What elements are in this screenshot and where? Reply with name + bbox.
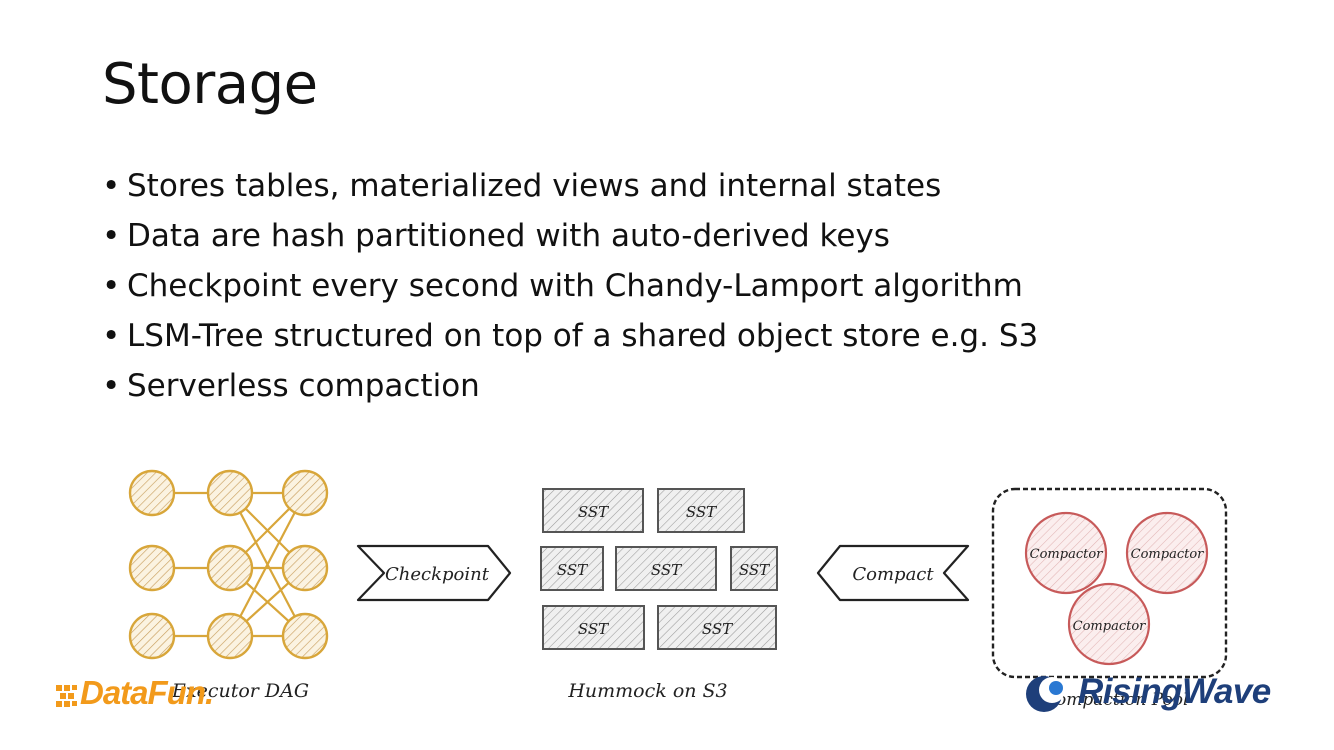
risingwave-logo-mark bbox=[1026, 676, 1065, 712]
compact-label: Compact bbox=[852, 564, 934, 585]
dag-node bbox=[206, 612, 254, 660]
sst-label: SST bbox=[651, 561, 682, 579]
bullet-item: •LSM-Tree structured on top of a shared … bbox=[102, 318, 1039, 354]
sst-labels: SST SST SST SST SST SST SST bbox=[557, 503, 770, 638]
dag-node bbox=[206, 469, 254, 517]
bullet-item: •Data are hash partitioned with auto-der… bbox=[102, 218, 890, 254]
sst-block bbox=[657, 605, 777, 650]
sst-label: SST bbox=[578, 620, 609, 638]
compactor-node bbox=[1067, 582, 1151, 666]
dag-node bbox=[128, 469, 176, 517]
datafun-logo-mark bbox=[56, 685, 77, 707]
sst-block bbox=[540, 546, 604, 591]
dag-node bbox=[206, 544, 254, 592]
sst-label: SST bbox=[578, 503, 609, 521]
dag-node bbox=[281, 544, 329, 592]
sst-label: SST bbox=[557, 561, 588, 579]
dag-node bbox=[281, 612, 329, 660]
sst-block bbox=[542, 488, 644, 533]
bullet-item: •Serverless compaction bbox=[102, 368, 480, 404]
compactor-nodes bbox=[1024, 511, 1209, 666]
sst-block bbox=[657, 488, 745, 533]
hummock-label: Hummock on S3 bbox=[567, 680, 727, 702]
compactor-node bbox=[1125, 511, 1209, 595]
compact-arrow: Compact bbox=[816, 544, 970, 602]
dag-node bbox=[128, 544, 176, 592]
datafun-logo: DataFun. bbox=[80, 674, 214, 711]
dag-node bbox=[281, 469, 329, 517]
sst-label: SST bbox=[739, 561, 770, 579]
sst-block bbox=[730, 546, 778, 591]
sst-block bbox=[542, 605, 645, 650]
bullet-item: •Checkpoint every second with Chandy-Lam… bbox=[102, 268, 1023, 304]
dag-nodes bbox=[128, 469, 329, 660]
risingwave-logo: RisingWave bbox=[1078, 672, 1271, 711]
checkpoint-arrow: Checkpoint bbox=[356, 544, 512, 602]
dag-node bbox=[128, 612, 176, 660]
sst-label: SST bbox=[702, 620, 733, 638]
compaction-pool-label: Compaction Pool bbox=[1043, 690, 1188, 710]
sst-grid bbox=[540, 488, 778, 650]
sst-label: SST bbox=[686, 503, 717, 521]
sst-block bbox=[615, 546, 717, 591]
slide-title: Storage bbox=[102, 52, 318, 117]
compactor-node bbox=[1024, 511, 1108, 595]
bullet-item: •Stores tables, materialized views and i… bbox=[102, 168, 942, 204]
compactor-label: Compactor bbox=[1073, 619, 1147, 634]
compactor-label: Compactor bbox=[1131, 547, 1205, 562]
compactor-label: Compactor bbox=[1030, 547, 1104, 562]
bullet-list: •Stores tables, materialized views and i… bbox=[102, 166, 1038, 416]
executor-dag-label: Executor DAG bbox=[171, 680, 309, 702]
checkpoint-label: Checkpoint bbox=[385, 564, 490, 585]
compaction-pool-box bbox=[991, 487, 1228, 679]
